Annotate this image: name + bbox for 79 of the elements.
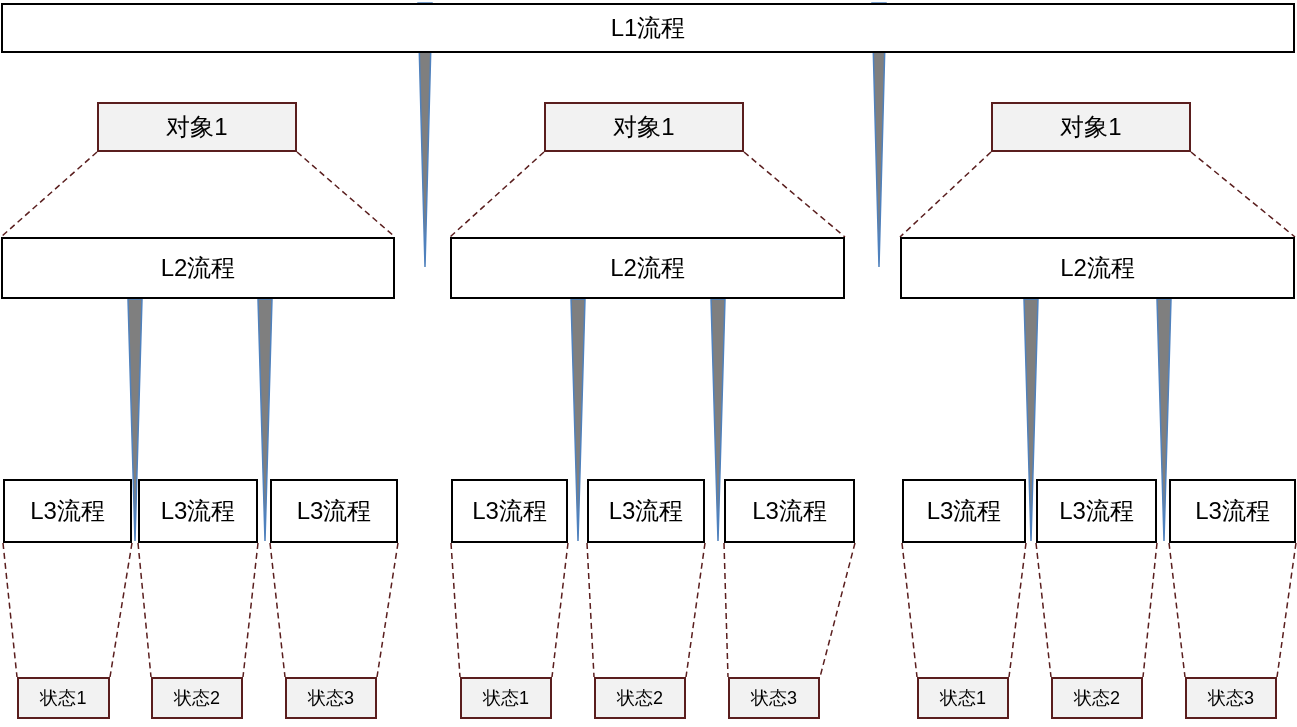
box-label: L3流程 (160, 496, 236, 526)
process-box (587, 479, 705, 543)
dashed-connector (242, 542, 259, 678)
box-label: 状态3 (308, 686, 354, 710)
dashed-connector (137, 542, 152, 678)
process-box (450, 237, 845, 299)
process-box (1, 237, 395, 299)
process-box (724, 479, 855, 543)
dashed-connector (551, 542, 569, 678)
box-label: 状态1 (483, 686, 529, 710)
process-box (97, 102, 297, 152)
box-label: 状态1 (40, 686, 87, 710)
box-label: L3流程 (608, 496, 684, 526)
dashed-connector (685, 542, 706, 678)
box-label: L3流程 (1195, 496, 1270, 526)
wedge-divider (570, 298, 586, 542)
process-box (917, 677, 1009, 719)
box-label: L2流程 (610, 253, 685, 283)
box-label: L2流程 (160, 253, 236, 283)
process-box (900, 237, 1295, 299)
box-label: 状态2 (174, 686, 220, 710)
box-label: L1流程 (610, 13, 686, 43)
process-box (3, 479, 132, 543)
process-box (285, 677, 377, 719)
box-label: L3流程 (296, 496, 372, 526)
process-box (594, 677, 686, 719)
process-box (728, 677, 820, 719)
dashed-connector (819, 542, 856, 678)
box-label: 对象1 (166, 112, 228, 142)
dashed-connector (2, 542, 18, 678)
box-label: 对象1 (613, 112, 675, 142)
process-box (544, 102, 744, 152)
box-label: 状态2 (1074, 686, 1120, 710)
wedge-divider (710, 298, 726, 542)
wedge-divider (257, 298, 273, 542)
box-label: 状态1 (940, 686, 986, 710)
wedge-divider (1156, 298, 1172, 542)
dashed-connector (1190, 151, 1296, 238)
dashed-connector (1276, 542, 1297, 678)
dashed-connector (450, 542, 461, 678)
process-box (138, 479, 258, 543)
box-label: 状态2 (617, 686, 663, 710)
box-label: 对象1 (1060, 112, 1122, 142)
dashed-connector (1008, 542, 1027, 678)
dashed-connector (743, 151, 846, 238)
box-label: 状态3 (1208, 686, 1254, 710)
dashed-connector (269, 542, 286, 678)
wedge-divider (127, 298, 143, 542)
process-box (151, 677, 243, 719)
process-box (460, 677, 552, 719)
box-label: L3流程 (472, 496, 547, 526)
wedge-divider (1023, 298, 1039, 542)
dashed-connector (1035, 542, 1052, 678)
process-box (1036, 479, 1157, 543)
dashed-connector (1142, 542, 1158, 678)
process-box (991, 102, 1191, 152)
dashed-connector (109, 542, 133, 678)
dashed-connector (449, 151, 545, 238)
process-box (1, 3, 1295, 53)
box-label: 状态3 (751, 686, 797, 710)
process-box (1185, 677, 1277, 719)
process-box (270, 479, 398, 543)
dashed-connector (0, 151, 98, 238)
box-label: L3流程 (926, 496, 1002, 526)
process-box (17, 677, 110, 719)
process-box (1169, 479, 1296, 543)
process-box (451, 479, 568, 543)
dashed-connector (899, 151, 992, 238)
process-box (902, 479, 1026, 543)
box-label: L3流程 (752, 496, 827, 526)
dashed-connector (1168, 542, 1186, 678)
box-label: L2流程 (1060, 253, 1135, 283)
box-label: L3流程 (1059, 496, 1134, 526)
box-label: L3流程 (30, 496, 105, 526)
dashed-connector (901, 542, 918, 678)
process-box (1051, 677, 1143, 719)
dashed-connector (376, 542, 399, 678)
dashed-connector (586, 542, 595, 678)
dashed-connector (723, 542, 729, 678)
